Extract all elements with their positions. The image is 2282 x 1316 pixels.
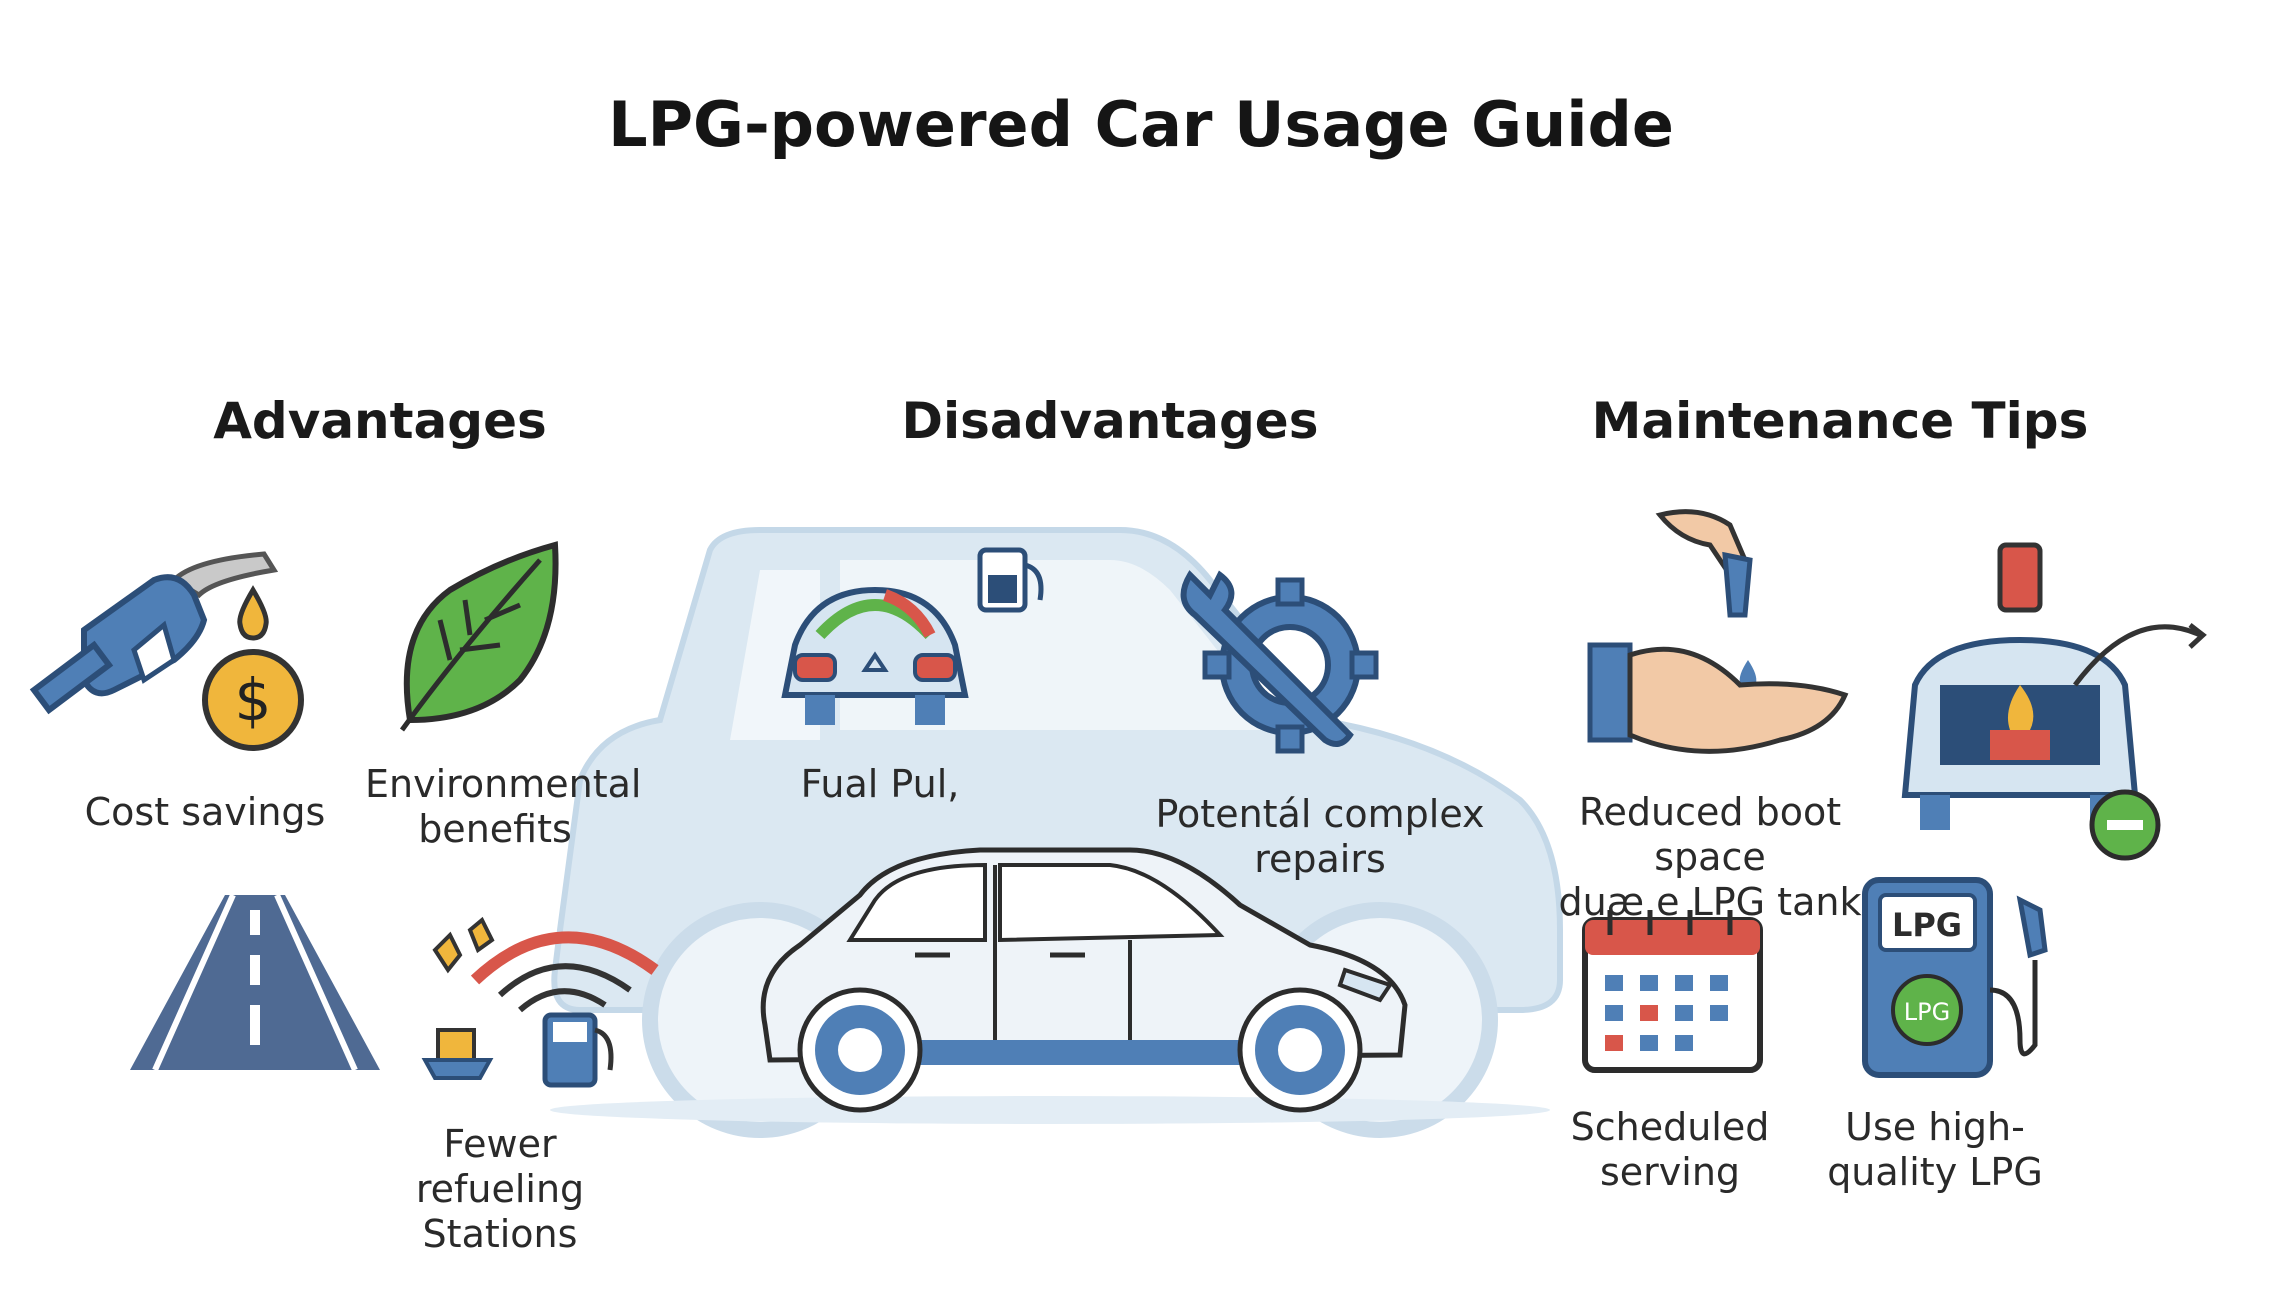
lpg-pump-icon: LPG LPG [1862, 877, 2048, 1078]
section-maintenance: Maintenance Tips [1591, 392, 2089, 450]
label-fewer-refueling-stations: Fewer refueling Stations [415, 1122, 585, 1256]
label-environmental-benefits: Environmental benefits [365, 762, 642, 851]
label-cost-savings: Cost savings [84, 790, 326, 834]
section-disadvantages: Disadvantages [901, 392, 1319, 450]
dollar-coin-icon: $ [202, 585, 304, 751]
calendar-icon [1582, 910, 1763, 1073]
car-boot-tank-icon [1901, 542, 2207, 861]
label-potential-complex-repairs: Potentál complex repairs [1155, 792, 1485, 881]
signal-station-icon [421, 916, 659, 1088]
label-scheduled-serving: Scheduled serving [1570, 1105, 1770, 1194]
pump-sign-text: LPG [1892, 906, 1962, 944]
fuel-gauge-icon [977, 547, 1044, 613]
section-advantages: Advantages [213, 392, 547, 450]
leaf-icon [399, 541, 559, 732]
label-reduced-boot-space: Reduced boot space duæ e LPG tank [1558, 790, 1862, 924]
hatchback-car-icon [760, 847, 1408, 1113]
wrench-gear-icon [1180, 570, 1379, 754]
page-title: LPG-powered Car Usage Guide [608, 88, 1674, 161]
hand-drop-icon [1587, 509, 1849, 754]
fuel-nozzle-icon [29, 551, 279, 715]
label-fuel-pull: Fual Pul, [800, 762, 960, 806]
label-use-high-quality-lpg: Use high- quality LPG [1827, 1105, 2043, 1194]
car-dashboard-icon [781, 586, 969, 725]
road-icon [130, 893, 380, 1072]
dollar-sign: $ [235, 666, 272, 734]
pump-badge-text: LPG [1904, 998, 1950, 1026]
